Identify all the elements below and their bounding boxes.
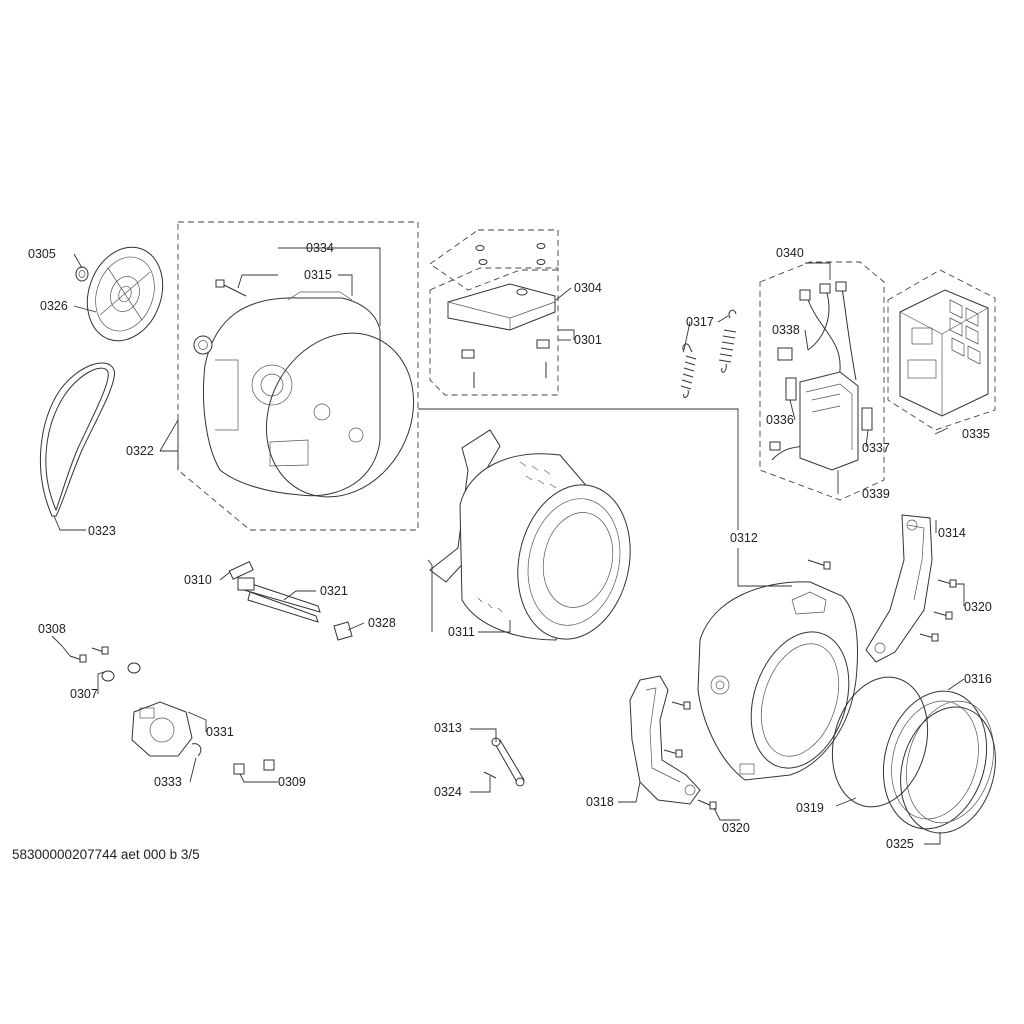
small-connector bbox=[861, 407, 873, 431]
electronics-group-frame bbox=[759, 261, 885, 501]
screws-left bbox=[69, 646, 109, 663]
bellows-clamp-ring bbox=[831, 676, 929, 808]
pulley-bolt bbox=[75, 266, 89, 282]
counterweight-washers bbox=[475, 243, 546, 265]
callout-0324: 0324 bbox=[434, 785, 462, 799]
front-tub-half bbox=[697, 581, 858, 781]
counterweight-screws bbox=[663, 579, 957, 810]
callout-0311: 0311 bbox=[448, 625, 475, 639]
callout-0313: 0313 bbox=[434, 721, 462, 735]
callout-labels: 0305 0326 0322 0323 0334 0315 0304 0301 … bbox=[28, 241, 992, 851]
weight-group-frame bbox=[429, 229, 559, 291]
callout-0317: 0317 bbox=[686, 315, 714, 329]
lower-front-counterweight bbox=[629, 675, 701, 805]
callout-0338: 0338 bbox=[772, 323, 800, 337]
drain-pump bbox=[131, 701, 193, 757]
wiring-harness bbox=[769, 281, 857, 461]
callout-0333: 0333 bbox=[154, 775, 182, 789]
callout-0340: 0340 bbox=[776, 246, 804, 260]
counterweight-group-frame bbox=[429, 267, 559, 396]
callout-0320-lower: 0320 bbox=[722, 821, 750, 835]
callout-0328: 0328 bbox=[368, 616, 396, 630]
door-bellows bbox=[882, 690, 994, 830]
callout-0305: 0305 bbox=[28, 247, 56, 261]
callout-0335: 0335 bbox=[962, 427, 990, 441]
callout-0304: 0304 bbox=[574, 281, 602, 295]
callout-0301: 0301 bbox=[574, 333, 602, 347]
callout-0323: 0323 bbox=[88, 524, 116, 538]
callout-0318: 0318 bbox=[586, 795, 614, 809]
callout-0331: 0331 bbox=[206, 725, 234, 739]
weight-clips-and-screws bbox=[461, 339, 550, 388]
callout-0310: 0310 bbox=[184, 573, 212, 587]
callout-0337: 0337 bbox=[862, 441, 890, 455]
shock-absorber-pins bbox=[101, 662, 141, 682]
shock-absorber bbox=[491, 737, 525, 787]
connector-block bbox=[785, 377, 797, 401]
callout-0322: 0322 bbox=[126, 444, 154, 458]
tub-screw bbox=[215, 279, 247, 297]
document-id: 58300000207744 aet 000 b 3/5 bbox=[12, 847, 200, 862]
callout-0308: 0308 bbox=[38, 622, 66, 636]
callout-0336: 0336 bbox=[766, 413, 794, 427]
callout-0319: 0319 bbox=[796, 801, 824, 815]
pump-clip bbox=[191, 743, 202, 757]
tub-gasket-ring bbox=[265, 332, 415, 498]
callout-0309: 0309 bbox=[278, 775, 306, 789]
control-module-group-frame bbox=[887, 269, 996, 431]
rear-tub-half bbox=[193, 291, 381, 497]
shock-absorber-screw bbox=[483, 771, 497, 779]
counterweight-block bbox=[447, 283, 556, 331]
callout-0321: 0321 bbox=[320, 584, 348, 598]
drive-belt bbox=[39, 362, 115, 517]
callout-0307: 0307 bbox=[70, 687, 98, 701]
callout-0326: 0326 bbox=[40, 299, 68, 313]
callout-0315: 0315 bbox=[304, 268, 332, 282]
callout-0325: 0325 bbox=[886, 837, 914, 851]
upper-front-counterweight bbox=[865, 514, 933, 663]
bellows-outer-clamp bbox=[900, 706, 996, 834]
power-module bbox=[799, 371, 859, 471]
callout-0339: 0339 bbox=[862, 487, 890, 501]
leader-lines bbox=[51, 247, 965, 845]
callout-0312: 0312 bbox=[730, 531, 758, 545]
callout-0314: 0314 bbox=[938, 526, 966, 540]
heater-sensor bbox=[228, 561, 254, 580]
callout-0320-upper: 0320 bbox=[964, 600, 992, 614]
callout-0334: 0334 bbox=[306, 241, 334, 255]
drive-pulley bbox=[86, 246, 164, 342]
washing-drum bbox=[459, 453, 631, 641]
heating-element bbox=[237, 577, 321, 623]
pump-plugs bbox=[233, 759, 275, 775]
tub-screw-top bbox=[807, 559, 831, 570]
control-module bbox=[899, 289, 989, 417]
callout-0316: 0316 bbox=[964, 672, 992, 686]
heater-clip bbox=[333, 621, 353, 641]
